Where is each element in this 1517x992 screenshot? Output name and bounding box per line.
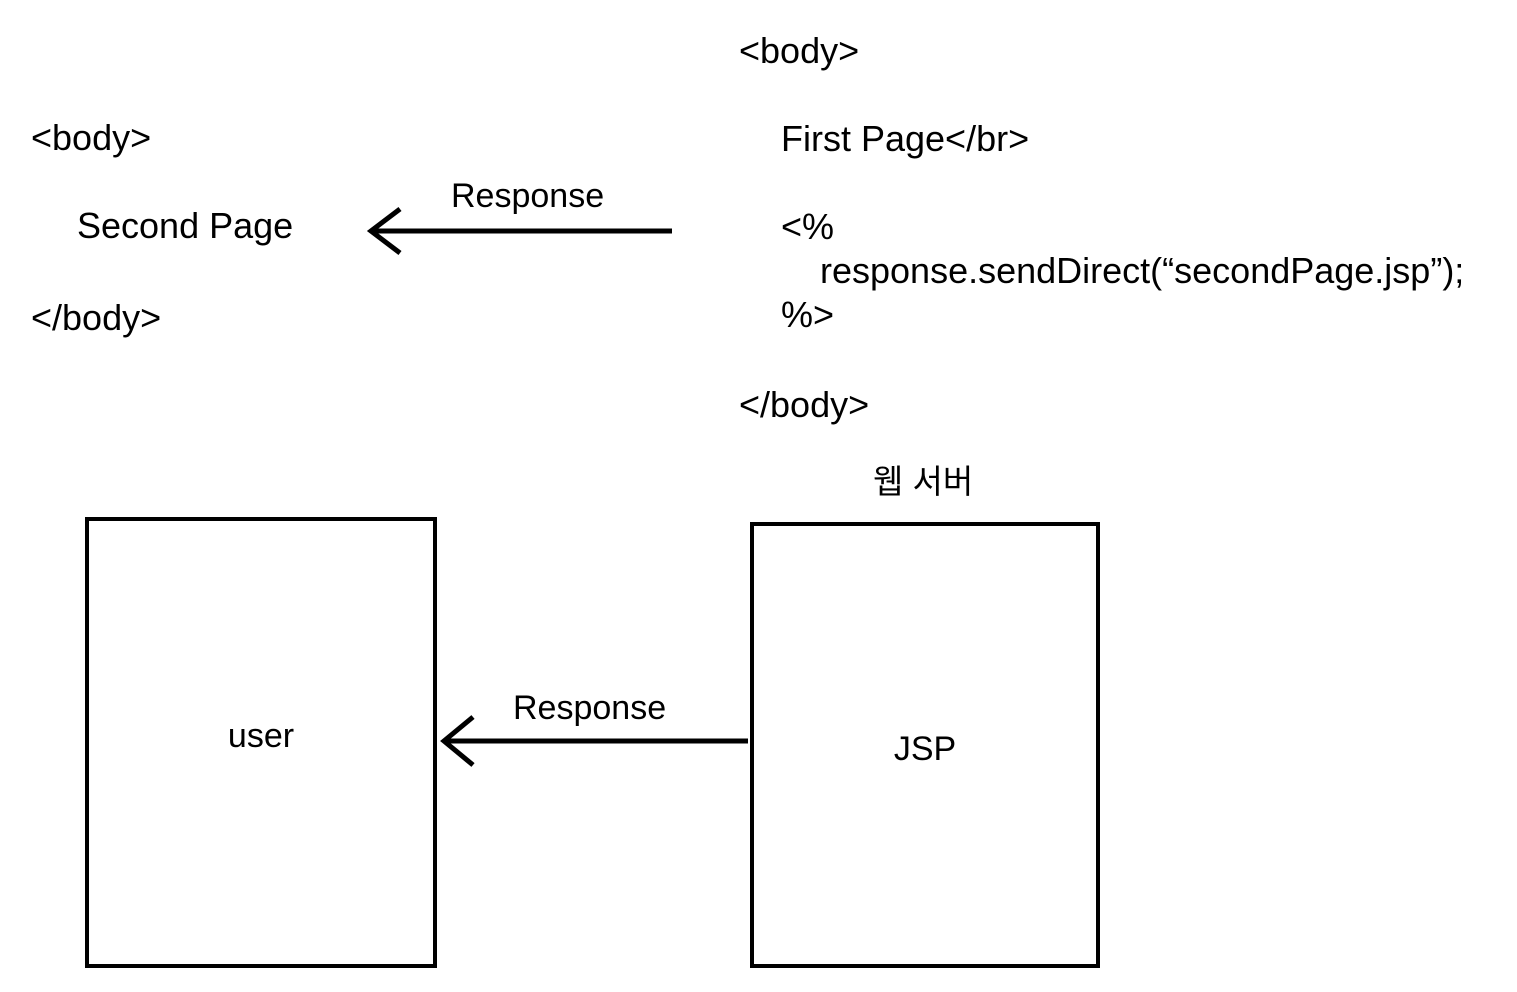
server-code-body-open: <body> [739, 30, 860, 71]
response-label-top: Response [451, 177, 605, 215]
web-server-label: 웹 서버 [873, 463, 974, 500]
user-box: user [85, 517, 437, 968]
user-box-label: user [227, 717, 295, 755]
jsp-box-label: JSP [893, 730, 957, 768]
jsp-box: JSP [750, 522, 1100, 968]
server-code-scriptlet-close: %> [781, 294, 835, 335]
server-code-body-close: </body> [739, 384, 870, 425]
server-code-scriptlet-open: <% [781, 206, 835, 247]
server-code-scriptlet-statement: response.sendDirect(“secondPage.jsp”); [820, 250, 1465, 291]
response-label-bottom: Response [513, 689, 667, 727]
response-arrow-top [366, 207, 672, 255]
client-code-body-open: <body> [31, 117, 152, 158]
client-code-body-close: </body> [31, 297, 162, 338]
server-code-first-page-line: First Page</br> [781, 118, 1030, 159]
client-code-content: Second Page [77, 205, 294, 246]
